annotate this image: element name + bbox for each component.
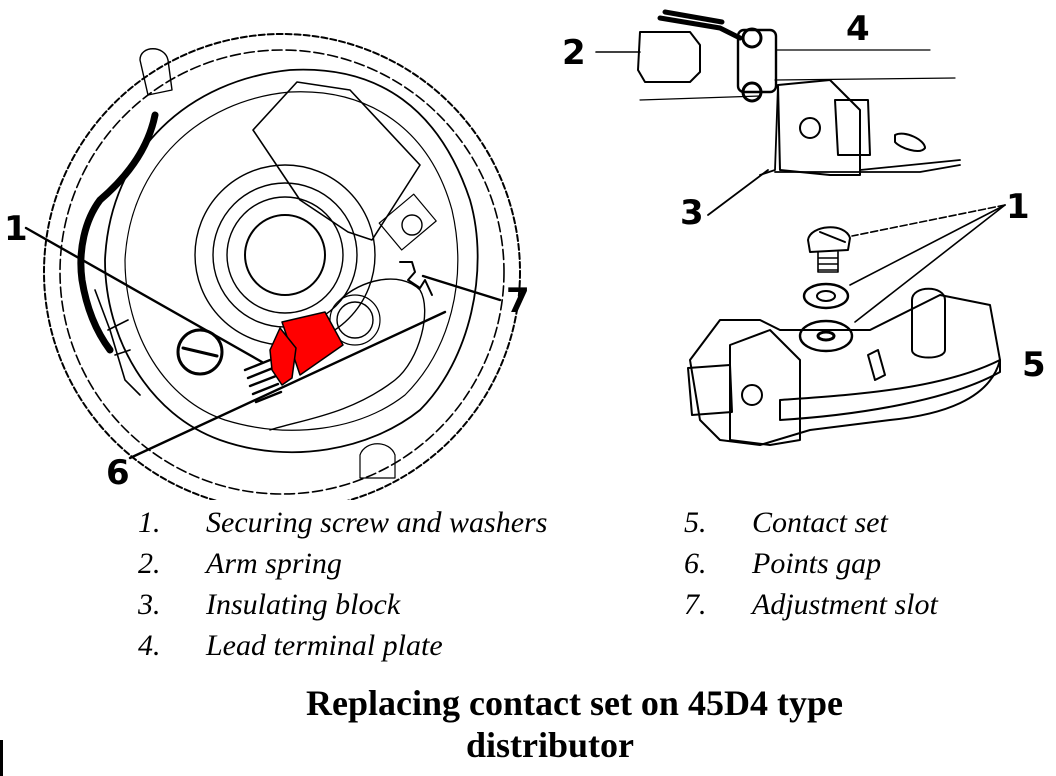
legend-item: 1. Securing screw and washers [138, 502, 547, 543]
cam-ring-3 [226, 196, 344, 314]
contact-set-base [689, 294, 1001, 446]
legend-number: 6. [684, 547, 707, 580]
callout-5: 5 [1022, 345, 1046, 385]
legend-item: 4. Lead terminal plate [138, 625, 547, 666]
insulating-block [777, 79, 861, 176]
leader-line-7 [421, 274, 502, 302]
contact-cam-follower [911, 287, 946, 359]
leader-line-1-left [24, 226, 264, 364]
bottom-lug [359, 443, 396, 479]
contact-breaker-plate [269, 278, 426, 431]
contact-bracket-screw [741, 384, 763, 406]
legend-label: Lead terminal plate [206, 629, 443, 662]
callout-2: 2 [562, 33, 586, 73]
legend-item: 2. Arm spring [138, 543, 547, 584]
spring-washer-inner [816, 290, 836, 302]
legend-label: Adjustment slot [752, 588, 938, 621]
contact-points-highlight [269, 311, 344, 386]
figure-caption-line2: distributor [466, 725, 635, 765]
contact-terminal-tab [687, 364, 733, 416]
legend-number: 3. [138, 588, 161, 621]
callout-1-right: 1 [1006, 187, 1030, 227]
plate-edge-top [639, 49, 956, 101]
legend-left-column: 1. Securing screw and washers 2. Arm sprin… [138, 502, 547, 666]
legend-number: 4. [138, 629, 161, 662]
leader-line-6 [128, 310, 447, 460]
contact-spring [867, 349, 886, 381]
legend-item: 6. Points gap [684, 543, 938, 584]
block-tab [834, 99, 871, 156]
contact-set-exploded-view [687, 204, 1006, 446]
callout-7: 7 [506, 281, 530, 321]
legend-item: 5. Contact set [684, 502, 938, 543]
outer-housing-rim [43, 33, 521, 500]
arm-spring-body [637, 31, 701, 83]
slot-opening [894, 132, 926, 152]
adjustment-slot [399, 261, 433, 296]
legend-number: 2. [138, 547, 161, 580]
screw-slot [181, 346, 219, 358]
legend-right-column: 5. Contact set 6. Points gap 7. Adjustment … [684, 502, 938, 625]
flat-washer [798, 319, 854, 353]
inner-housing-rim [59, 49, 505, 495]
contact-bracket [729, 329, 801, 446]
securing-screw-head [176, 328, 224, 376]
flat-washer-hole [816, 330, 836, 342]
legend-item: 7. Adjustment slot [684, 584, 938, 625]
callout-6: 6 [106, 453, 130, 493]
legend-item: 3. Insulating block [138, 584, 547, 625]
points-spring [243, 358, 283, 404]
page-edge-mark [0, 740, 3, 776]
block-screw [799, 117, 821, 139]
lead-wires [657, 9, 743, 41]
leader-line-1-washer [849, 204, 1006, 286]
spring-washer [802, 282, 850, 310]
terminal-screw [401, 214, 423, 236]
points-contact-highlight [269, 327, 297, 386]
cam-outer-ring [194, 164, 376, 346]
legend-label: Securing screw and washers [206, 506, 548, 539]
legend-number: 5. [684, 506, 707, 539]
legend-number: 1. [138, 506, 161, 539]
pivot-post [336, 301, 374, 339]
leader-line-1-screw [851, 204, 1006, 237]
leader-line-1-flatwasher [854, 204, 1006, 323]
callout-1-left: 1 [4, 209, 28, 249]
screw-head-slot [819, 231, 846, 243]
figure-caption-line1: Replacing contact set on 45D4 type [306, 683, 843, 723]
terminal-assembly-view [595, 9, 961, 216]
lead-wire [77, 111, 159, 354]
distributor-top-view [24, 33, 521, 500]
leader-line-3 [707, 169, 769, 216]
legend-number: 7. [684, 588, 707, 621]
clip-nut-bottom [741, 81, 763, 103]
base-plate-inner [124, 91, 459, 431]
distributor-illustration [24, 9, 1006, 500]
legend-label: Arm spring [206, 547, 342, 580]
legend-label: Insulating block [206, 588, 401, 621]
callout-3: 3 [680, 193, 704, 233]
base-plate-outline [104, 68, 479, 454]
clip-nut-top [741, 27, 763, 49]
legend-label: Points gap [752, 547, 882, 580]
screw-head [807, 226, 851, 253]
condenser-block [252, 81, 421, 241]
legend-label: Contact set [752, 506, 888, 539]
top-lug [139, 48, 173, 96]
terminal-block [378, 193, 437, 251]
contact-arm-band [779, 359, 1001, 421]
callout-4: 4 [846, 9, 870, 49]
screw-thread [817, 251, 839, 273]
terminal-clip [94, 289, 141, 396]
cam-shaft [244, 214, 326, 296]
